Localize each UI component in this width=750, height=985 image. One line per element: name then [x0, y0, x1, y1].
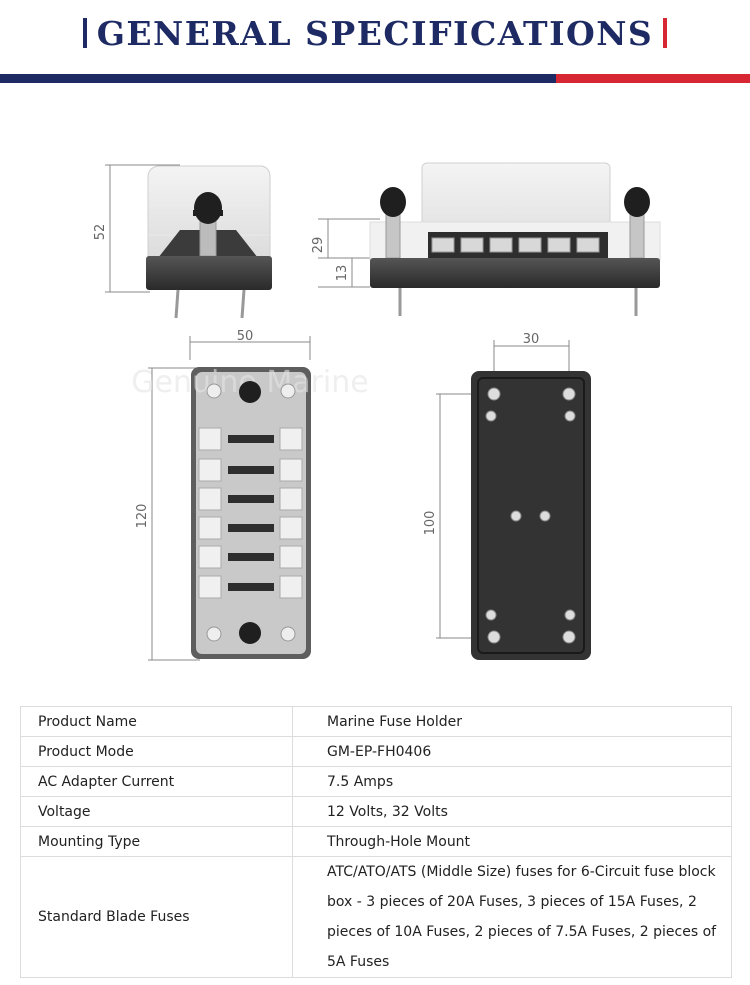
title-wrap: GENERAL SPECIFICATIONS: [0, 14, 750, 53]
header-stripe-red: [556, 74, 750, 83]
spec-table: Product Name Marine Fuse Holder Product …: [20, 706, 732, 978]
spec-value: GM-EP-FH0406: [292, 736, 732, 767]
front-view: 29 13: [311, 162, 661, 316]
spec-row: Product Name Marine Fuse Holder: [20, 706, 732, 737]
spec-row: Standard Blade Fuses ATC/ATO/ATS (Middle…: [20, 856, 732, 978]
spec-value: 12 Volts, 32 Volts: [292, 796, 732, 827]
dim-hole-spacing-width: 30: [523, 332, 540, 347]
spec-key: Voltage: [20, 796, 293, 827]
spec-key: AC Adapter Current: [20, 766, 293, 797]
spec-value: 7.5 Amps: [292, 766, 732, 797]
title-left-bar: [82, 18, 87, 48]
dim-height-total: 52: [93, 224, 108, 241]
spec-key: Standard Blade Fuses: [20, 856, 293, 978]
top-view: 50 120 Genuine Marine: [131, 329, 369, 661]
title-right-bar: [663, 18, 668, 48]
spec-value: Through-Hole Mount: [292, 826, 732, 857]
bottom-view: 30 100: [423, 332, 591, 660]
page-header: GENERAL SPECIFICATIONS: [0, 0, 750, 84]
spec-value: ATC/ATO/ATS (Middle Size) fuses for 6-Ci…: [292, 856, 732, 978]
spec-key: Mounting Type: [20, 826, 293, 857]
technical-drawings: 52 29 13: [93, 162, 661, 661]
spec-row: Mounting Type Through-Hole Mount: [20, 826, 732, 857]
spec-key: Product Mode: [20, 736, 293, 767]
spec-value: Marine Fuse Holder: [292, 706, 732, 737]
dim-height-top: 29: [311, 237, 326, 254]
spec-row: Voltage 12 Volts, 32 Volts: [20, 796, 732, 827]
spec-key: Product Name: [20, 706, 293, 737]
spec-row: Product Mode GM-EP-FH0406: [20, 736, 732, 767]
spec-row: AC Adapter Current 7.5 Amps: [20, 766, 732, 797]
dim-width-front: 50: [237, 329, 254, 344]
page-title: GENERAL SPECIFICATIONS: [96, 14, 654, 53]
side-view: 52: [93, 164, 272, 319]
dim-height-base: 13: [335, 265, 350, 282]
dim-hole-spacing-length: 100: [423, 511, 438, 536]
dim-length-front: 120: [135, 504, 150, 529]
header-stripe-blue: [0, 74, 556, 83]
